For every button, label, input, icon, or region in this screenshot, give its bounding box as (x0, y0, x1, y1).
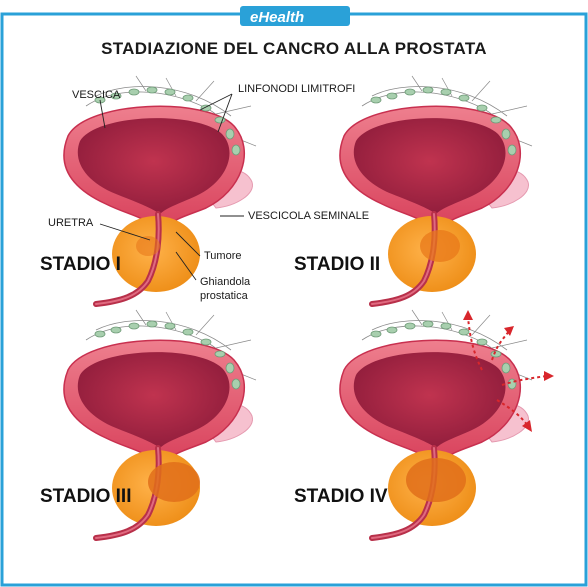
label-linfonodi: LINFONODI LIMITROFI (238, 83, 355, 95)
tumor-mark (148, 462, 200, 502)
page-title: STADIAZIONE DEL CANCRO ALLA PROSTATA (101, 39, 487, 58)
label-uretra: URETRA (48, 217, 94, 229)
label-ghiandola-2: prostatica (200, 290, 249, 302)
label-vescica: VESCICA (72, 89, 121, 101)
brand-badge (240, 6, 350, 26)
organ-stage-1 (64, 76, 256, 304)
stage-label-3: STADIO III (40, 486, 131, 507)
label-ghiandola-1: Ghiandola (200, 276, 251, 288)
stage-label-2: STADIO II (294, 254, 380, 275)
stage-label-1: STADIO I (40, 254, 121, 275)
label-vescicola: VESCICOLA SEMINALE (248, 210, 369, 222)
organ-stage-4 (340, 310, 554, 538)
organ-stage-2 (340, 76, 532, 304)
label-tumore: Tumore (204, 250, 242, 262)
tumor-mark (406, 458, 466, 502)
leader-lines (99, 93, 244, 281)
organ-stage-3 (64, 310, 256, 538)
brand-logo: eHealth (250, 9, 304, 26)
tumor-mark (420, 230, 460, 262)
tumor-mark (136, 236, 160, 256)
stage-label-4: STADIO IV (294, 486, 388, 507)
